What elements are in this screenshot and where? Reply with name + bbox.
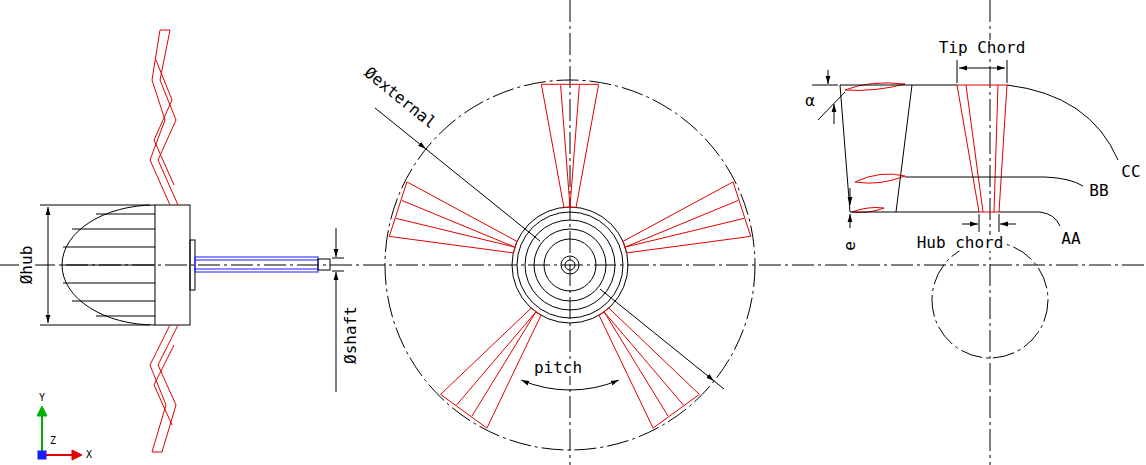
section-label: BB xyxy=(1087,183,1110,199)
angle-label: α xyxy=(803,93,817,109)
axis-icon xyxy=(37,406,82,460)
section-label: CC xyxy=(1119,164,1142,180)
axis-label: Z xyxy=(48,436,58,446)
angle-label: e xyxy=(842,239,858,253)
chord-dimensions xyxy=(957,60,1016,232)
pitch-arc xyxy=(521,380,619,390)
diameter-label: Øexternal xyxy=(360,63,441,133)
blade-planform xyxy=(957,85,1007,212)
section-radii xyxy=(999,85,1118,226)
blade-sections xyxy=(845,83,905,213)
blade-side-view xyxy=(150,30,178,452)
axis-label: Y xyxy=(37,393,47,403)
dimension-label: pitch xyxy=(532,360,584,376)
diameter-label: Øshaft xyxy=(343,304,359,366)
diameter-label: Øhub xyxy=(19,244,35,287)
axis-label: X xyxy=(84,450,94,460)
section-frame xyxy=(812,70,1045,228)
dimension-label: Tip Chord xyxy=(937,40,1028,56)
shaft xyxy=(195,257,330,272)
hub-side-view xyxy=(62,205,195,325)
section-label: AA xyxy=(1059,231,1082,247)
hub-dimension xyxy=(40,205,150,325)
dimension-label: Hub chord xyxy=(915,235,1006,251)
hub-front-view xyxy=(512,207,628,323)
diameter-leader xyxy=(375,108,724,389)
blade-front-view xyxy=(389,84,750,428)
